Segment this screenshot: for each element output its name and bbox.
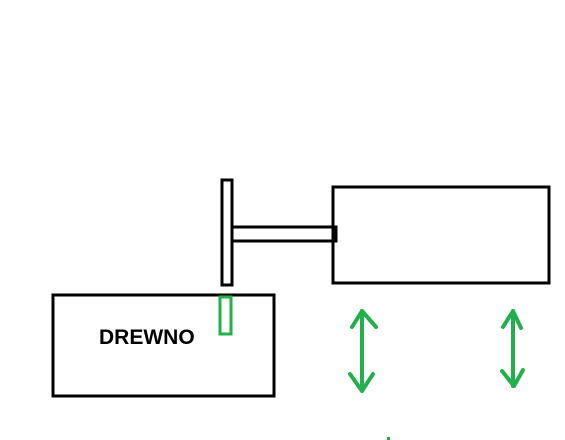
shaft [230, 225, 338, 243]
contact-mark [218, 295, 233, 336]
motor-block [331, 185, 551, 285]
stray-mark [387, 437, 390, 440]
wood-block [51, 293, 276, 398]
up-down-arrow-right-icon [500, 309, 525, 388]
wood-block-label: DREWNO [99, 326, 195, 349]
up-down-arrow-left-icon [348, 309, 378, 393]
